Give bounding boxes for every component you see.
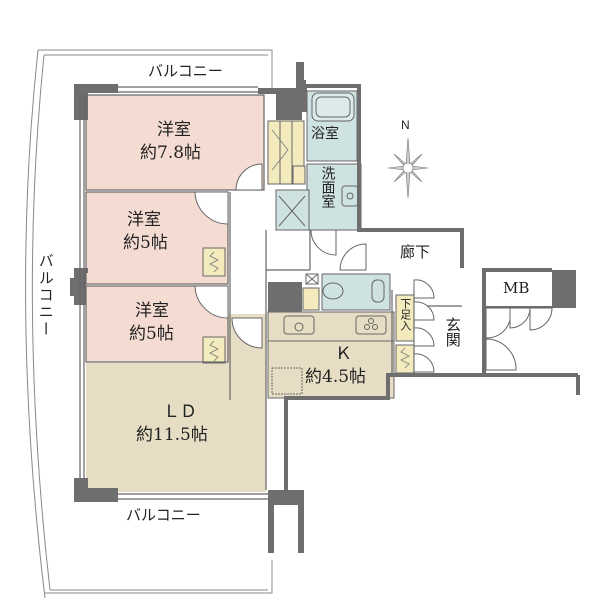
western-room-1-size: 約7.8帖 — [140, 143, 202, 163]
toilet-floor — [321, 273, 391, 311]
corridor-name: 廊下 — [400, 243, 431, 261]
balcony-bottom-label: バルコニー — [126, 506, 201, 524]
fridge-space — [271, 367, 303, 395]
balcony-outline — [25, 49, 273, 599]
columns — [70, 62, 576, 553]
western-room-1-name: 洋室 — [157, 120, 191, 140]
western-room-2-size: 約5帖 — [123, 233, 168, 253]
walls — [284, 84, 580, 490]
washroom-name: 洗面室 — [319, 166, 336, 208]
western-room-1-floor — [86, 95, 264, 190]
compass-icon — [387, 137, 429, 199]
compass-north-label: N — [401, 118, 410, 132]
toilet — [322, 282, 344, 300]
balcony-top-label: バルコニー — [148, 62, 223, 80]
kitchen-sink — [283, 315, 315, 335]
bathtub — [311, 92, 355, 122]
interior-walls — [79, 86, 462, 500]
bath-name: 浴室 — [311, 126, 339, 142]
living-size: 約11.5帖 — [136, 425, 208, 445]
western-room-3-name: 洋室 — [135, 301, 169, 321]
living-floor — [86, 314, 266, 492]
western-room-2-name: 洋室 — [127, 210, 161, 230]
fixtures — [268, 92, 394, 395]
stove — [355, 315, 387, 335]
balcony-left-label: バルコニー — [36, 253, 55, 338]
western-room-3-size: 約5帖 — [129, 324, 174, 344]
wash-basin — [341, 185, 359, 207]
closet-hangers — [209, 129, 410, 369]
kitchen-size: 約4.5帖 — [305, 367, 367, 387]
shoe-storage-name: 下足入 — [398, 298, 412, 331]
kitchen-name: Ｋ — [335, 344, 352, 364]
living-name: ＬＤ — [163, 402, 197, 422]
meter-box-name: MB — [503, 279, 530, 297]
door-swings — [194, 163, 553, 373]
entrance-name: 玄関 — [443, 317, 462, 347]
